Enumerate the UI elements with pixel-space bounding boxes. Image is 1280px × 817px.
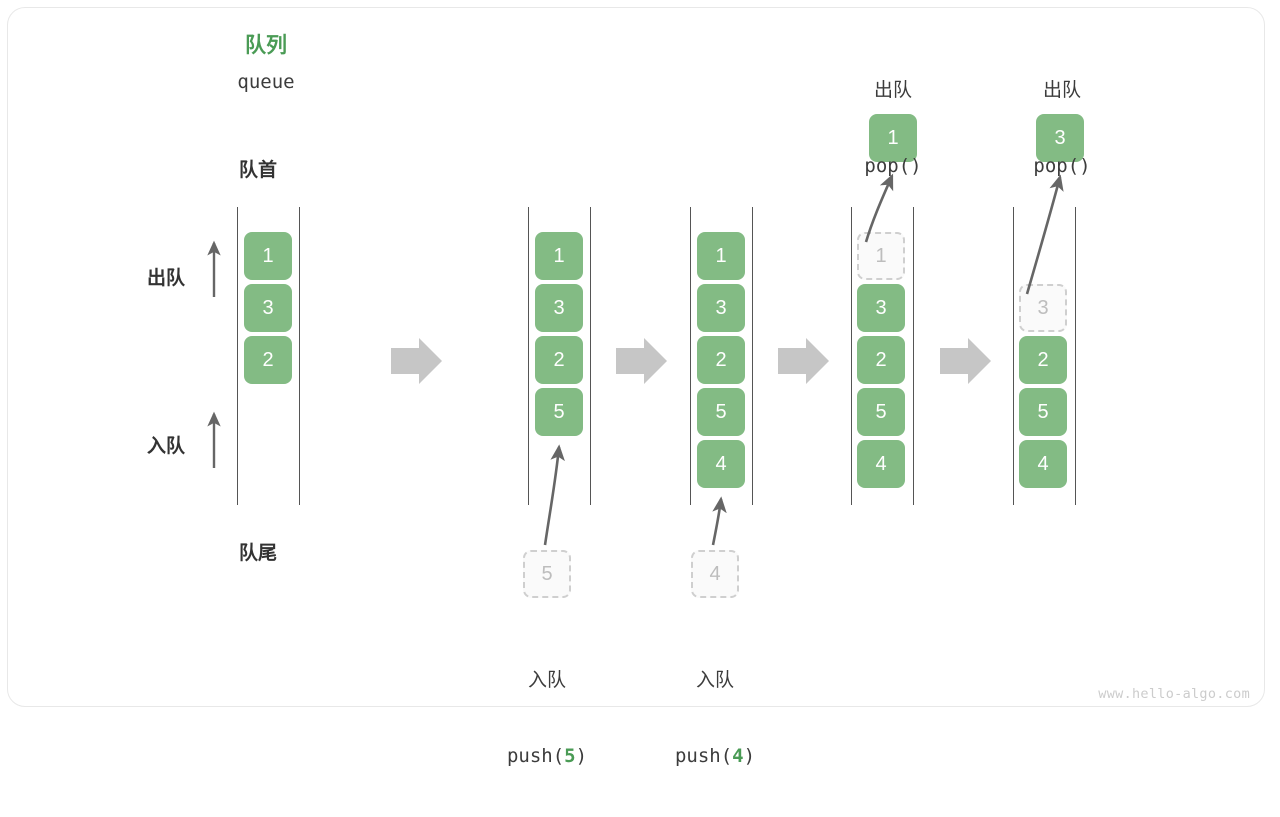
queue-cell-new: 5: [535, 388, 583, 436]
rail-left: [690, 207, 691, 505]
diagram-canvas: 队列 queue 队首 队尾 出队 入队 1 3 2 1 3 2 5 5 入队 …: [7, 7, 1265, 767]
rail-left: [237, 207, 238, 505]
code-post: ): [575, 744, 588, 767]
diagram-title-en: queue: [237, 71, 295, 93]
code-pre: pop(: [864, 154, 911, 177]
watermark: www.hello-algo.com: [1098, 686, 1250, 702]
code-post: ): [910, 154, 922, 177]
queue-cell: 5: [857, 388, 905, 436]
queue-cell: 1: [535, 232, 583, 280]
queue-cell: 2: [535, 336, 583, 384]
rail-left: [851, 207, 852, 505]
rail-right: [299, 207, 300, 505]
enqueue-side-label: 入队: [147, 436, 186, 457]
popped-cell: 1: [869, 114, 917, 162]
queue-cell: 3: [535, 284, 583, 332]
caption-code: pop(): [987, 154, 1137, 178]
rail-left: [1013, 207, 1014, 505]
queue-cell: 5: [697, 388, 745, 436]
queue-cell: 3: [857, 284, 905, 332]
queue-cell: 2: [697, 336, 745, 384]
queue-cell: 5: [1019, 388, 1067, 436]
queue-cell: 3: [697, 284, 745, 332]
queue-cell: 4: [1019, 440, 1067, 488]
code-arg: 5: [564, 744, 576, 767]
popped-cell: 3: [1036, 114, 1084, 162]
incoming-ghost-cell: 5: [523, 550, 571, 598]
caption-cjk: 入队: [695, 669, 734, 691]
code-pre: push(: [506, 744, 565, 767]
caption-pop-3: 出队 pop(): [987, 30, 1137, 227]
rail-left: [528, 207, 529, 505]
queue-cell: 1: [697, 232, 745, 280]
queue-cell: 1: [244, 232, 292, 280]
queue-cell-removed: 1: [857, 232, 905, 280]
code-post: ): [1079, 154, 1091, 177]
code-pre: pop(: [1033, 154, 1080, 177]
queue-cell: 2: [1019, 336, 1067, 384]
caption-cjk: 出队: [1042, 79, 1081, 101]
caption-pop-1: 出队 pop(): [818, 30, 968, 227]
caption-cjk: 入队: [527, 669, 566, 691]
caption-push-4: 入队 push(4): [640, 620, 790, 817]
rail-right: [1075, 207, 1076, 505]
caption-code: pop(): [818, 154, 968, 178]
queue-cell: 2: [857, 336, 905, 384]
code-pre: push(: [674, 744, 733, 767]
rail-right: [590, 207, 591, 505]
rail-right: [752, 207, 753, 505]
caption-cjk: 出队: [873, 79, 912, 101]
diagram-title-cjk: 队列: [245, 34, 287, 57]
code-post: ): [743, 744, 756, 767]
caption-code: push(4): [640, 744, 790, 768]
queue-tail-label: 队尾: [239, 543, 278, 564]
caption-push-5: 入队 push(5): [472, 620, 622, 817]
code-arg: 4: [732, 744, 744, 767]
incoming-ghost-cell: 4: [691, 550, 739, 598]
queue-cell: 4: [857, 440, 905, 488]
queue-cell-removed: 3: [1019, 284, 1067, 332]
queue-cell: 3: [244, 284, 292, 332]
queue-cell-new: 4: [697, 440, 745, 488]
dequeue-side-label: 出队: [147, 268, 186, 289]
caption-code: push(5): [472, 744, 622, 768]
queue-cell: 2: [244, 336, 292, 384]
queue-head-label: 队首: [239, 160, 278, 181]
rail-right: [913, 207, 914, 505]
